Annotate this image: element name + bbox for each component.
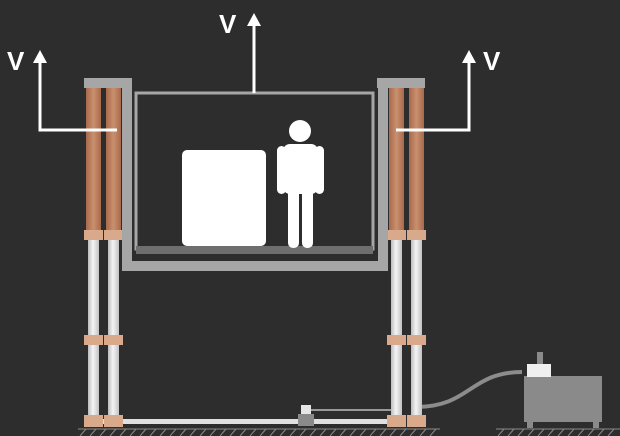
arrow-up-icon-top <box>247 13 261 93</box>
arrow-up-icon-left <box>33 50 117 132</box>
velocity-label-top: V <box>219 9 237 39</box>
hydraulic-pump-icon <box>524 352 602 428</box>
cargo-box-icon <box>182 150 266 246</box>
person-icon <box>277 120 324 248</box>
right-cylinder-pair <box>377 78 426 427</box>
velocity-label-left: V <box>7 46 25 76</box>
hydraulic-line <box>96 370 523 424</box>
valve <box>298 405 314 426</box>
arrow-up-icon-right <box>396 50 476 132</box>
velocity-label-right: V <box>483 46 501 76</box>
ground-hatch-right <box>496 428 620 436</box>
left-cylinder-pair <box>84 78 132 427</box>
ground-hatch-left <box>78 428 440 436</box>
